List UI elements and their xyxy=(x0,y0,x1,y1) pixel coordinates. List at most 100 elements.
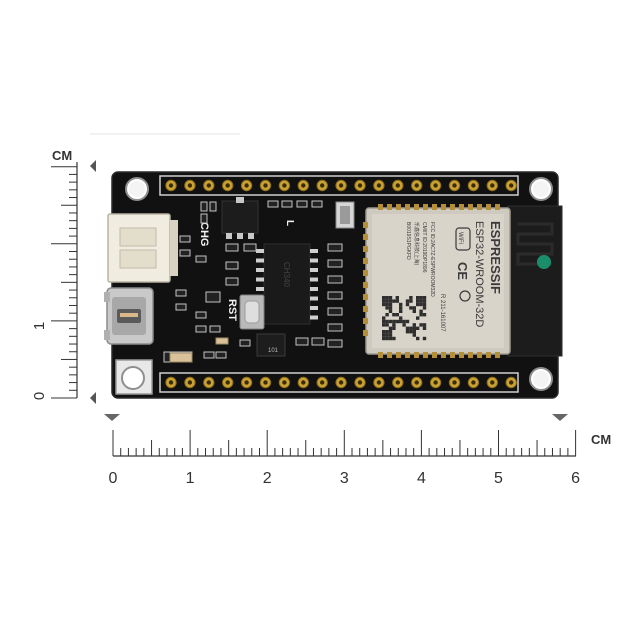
header-pin-hole xyxy=(301,183,306,188)
uart-pin-right xyxy=(310,315,318,320)
module-pad xyxy=(495,204,500,210)
smd-part xyxy=(327,259,343,268)
module-antenna-area xyxy=(507,205,563,357)
header-pin-hole xyxy=(301,380,306,385)
usb-tab-top xyxy=(104,292,110,302)
qr-module xyxy=(395,296,399,300)
smd-part xyxy=(225,243,239,252)
qr-module xyxy=(409,306,413,310)
module-pad xyxy=(363,222,368,228)
module-pad xyxy=(396,352,401,358)
horizontal-ruler-label: 6 xyxy=(571,470,580,487)
qr-module xyxy=(382,323,386,327)
smd-part xyxy=(209,201,217,212)
smd-part xyxy=(179,249,191,257)
qr-module xyxy=(388,333,393,337)
qr-module xyxy=(388,302,393,307)
qr-module xyxy=(419,313,423,317)
qr-code xyxy=(380,294,429,343)
qr-module xyxy=(395,313,399,317)
usb-contacts xyxy=(120,313,138,317)
vertical-ruler: CM 1 0 xyxy=(31,148,96,404)
mounting-hole-bottom-right-inner xyxy=(533,371,549,387)
header-pin-hole xyxy=(338,380,344,385)
qr-module xyxy=(419,302,423,307)
qr-module xyxy=(392,313,396,317)
smd-part xyxy=(295,337,309,346)
horizontal-ruler-label: 1 xyxy=(186,470,195,487)
module-pad xyxy=(423,352,428,358)
qr-module xyxy=(422,302,427,307)
uart-pin-left xyxy=(256,277,264,282)
micro-usb-port xyxy=(104,287,154,345)
qr-module xyxy=(382,299,386,303)
silkscreen-rst: RST xyxy=(226,299,238,321)
qr-module xyxy=(416,316,420,320)
qr-module xyxy=(412,323,416,327)
qr-module xyxy=(385,333,389,337)
header-pin-hole xyxy=(452,183,457,188)
qr-module xyxy=(419,309,423,313)
module-pad xyxy=(378,352,383,358)
smd-part xyxy=(243,243,257,252)
wifi-logo: WiFi xyxy=(455,227,471,251)
header-pin-hole xyxy=(452,380,457,385)
header-pin-hole xyxy=(395,380,400,385)
header-pin-hole xyxy=(433,183,438,188)
usb-tab-bottom xyxy=(104,330,110,340)
qr-module xyxy=(422,326,427,330)
jst-slot-1 xyxy=(119,227,157,247)
voltage-regulator xyxy=(221,197,259,239)
mounting-hole-top-left-inner xyxy=(129,181,145,197)
smd-part xyxy=(195,255,207,263)
header-pin-hole xyxy=(395,183,400,188)
module-pad xyxy=(441,352,446,358)
qr-module xyxy=(382,333,386,337)
module-pad xyxy=(363,246,368,252)
qr-module xyxy=(388,336,393,341)
horizontal-ruler-label: 5 xyxy=(494,470,503,487)
uart-pin-right xyxy=(310,306,318,310)
reset-button-cap xyxy=(244,300,260,324)
smd-part xyxy=(327,275,343,284)
module-pad xyxy=(405,204,410,210)
header-pin-hole xyxy=(282,183,287,188)
qr-module xyxy=(385,319,389,324)
smd-part xyxy=(311,337,325,346)
horizontal-ruler-label: 3 xyxy=(340,470,349,487)
module-pad xyxy=(405,352,410,358)
module-pad xyxy=(378,204,383,210)
qr-module xyxy=(399,316,403,320)
reset-button xyxy=(239,294,265,330)
module-fcc-id: FCC ID:2AC7Z-ESPWROOM32D xyxy=(429,222,435,297)
module-pad xyxy=(486,352,491,358)
horizontal-ruler-label: 2 xyxy=(263,470,272,487)
header-pin-hole xyxy=(471,183,476,188)
qr-module xyxy=(422,296,427,300)
header-pin-hole xyxy=(490,183,495,188)
qr-module xyxy=(405,330,410,334)
header-pin-hole xyxy=(206,183,211,188)
capacitor xyxy=(215,337,229,345)
ce-mark: CE xyxy=(455,262,470,280)
qr-module xyxy=(399,302,403,307)
horizontal-marker-right xyxy=(552,414,568,421)
smd-part xyxy=(195,311,207,319)
module-pad xyxy=(363,270,368,276)
r-mark-circle xyxy=(459,290,471,302)
horizontal-marker-left xyxy=(104,414,120,421)
header-pin-hole xyxy=(376,380,382,385)
module-model: ESP32-WROOM-32D xyxy=(473,221,485,327)
vertical-marker-bottom xyxy=(90,392,96,404)
module-pad xyxy=(459,352,464,358)
qr-module xyxy=(416,326,420,330)
regulator-pin-b2 xyxy=(237,233,243,239)
module-cmiit: CMIIT ID:2019DP1896 xyxy=(421,222,427,273)
qr-module xyxy=(385,313,389,317)
module-pad xyxy=(387,204,392,210)
module-pad xyxy=(486,204,491,210)
uart-pin-left xyxy=(256,258,264,263)
uart-pin-left xyxy=(256,287,264,291)
module-pad xyxy=(432,204,437,210)
smd-part xyxy=(281,200,293,208)
